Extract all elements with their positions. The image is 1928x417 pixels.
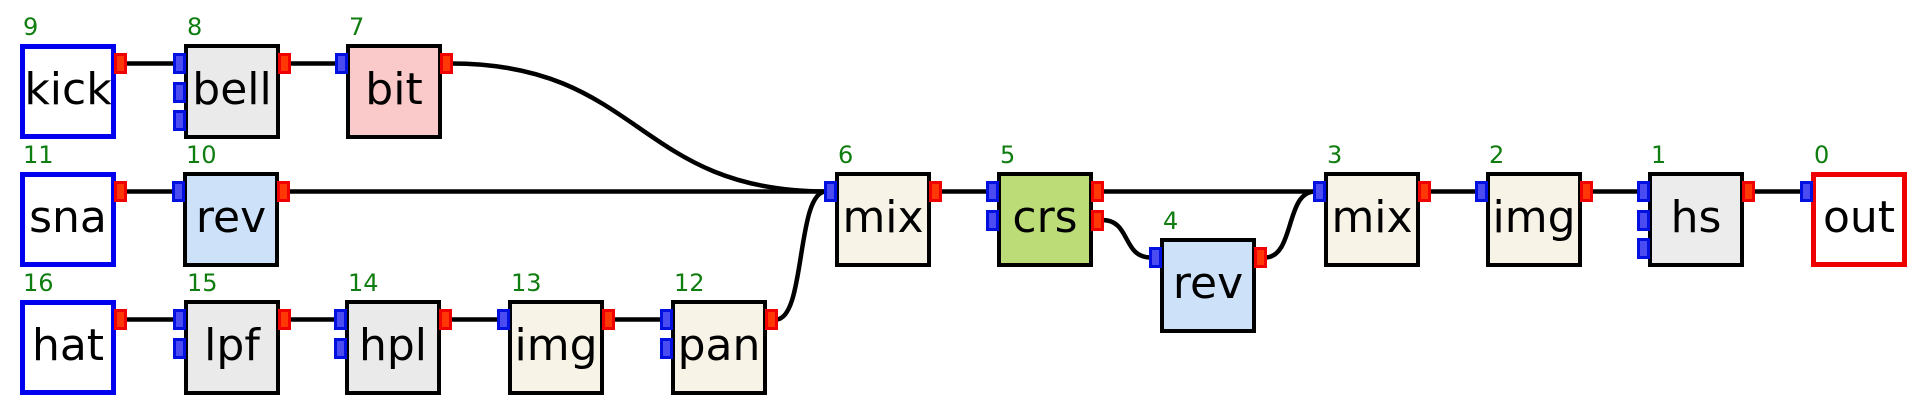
sna11-output-port-1[interactable]: [114, 181, 127, 202]
node-number: 7: [349, 13, 365, 41]
node-kick9[interactable]: kick: [20, 44, 116, 139]
node-label: sna: [29, 191, 107, 243]
hs1-output-port-1[interactable]: [1742, 181, 1755, 202]
pan12-input-port-2[interactable]: [660, 337, 673, 359]
pan12-input-port-1[interactable]: [660, 309, 673, 330]
crs5-output-port-1[interactable]: [1091, 181, 1104, 202]
node-crs5[interactable]: crs: [997, 172, 1093, 267]
lpf15-input-port-2[interactable]: [173, 337, 186, 359]
hpl14-input-port-1[interactable]: [334, 309, 347, 330]
node-number: 0: [1814, 141, 1830, 169]
bell8-output-port-1[interactable]: [278, 53, 291, 74]
node-rev4[interactable]: rev: [1160, 238, 1256, 333]
pan12-output-port-1[interactable]: [765, 309, 778, 330]
mix6-output-port-1[interactable]: [929, 181, 942, 202]
img2-input-port-1[interactable]: [1475, 181, 1488, 202]
node-label: hpl: [358, 319, 428, 371]
rev4-input-port-1[interactable]: [1149, 247, 1162, 268]
node-number: 10: [186, 141, 217, 169]
node-img2[interactable]: img: [1486, 172, 1582, 267]
node-number: 8: [187, 13, 203, 41]
edge-pan12-mix6[interactable]: [775, 189, 827, 322]
node-number: 5: [1000, 141, 1016, 169]
node-bell8[interactable]: bell: [184, 44, 280, 139]
node-pan12[interactable]: pan: [671, 300, 767, 395]
node-rev10[interactable]: rev: [183, 172, 279, 267]
node-label: hat: [31, 319, 105, 371]
node-number: 4: [1163, 207, 1179, 235]
mix3-output-port-1[interactable]: [1418, 181, 1431, 202]
node-label: out: [1822, 191, 1896, 243]
bit7-input-port-1[interactable]: [335, 53, 348, 74]
node-hs1[interactable]: hs: [1648, 172, 1744, 267]
bell8-input-port-1[interactable]: [173, 53, 186, 74]
node-label: pan: [677, 319, 761, 371]
mix6-input-port-1[interactable]: [824, 181, 837, 202]
node-bit7[interactable]: bit: [346, 44, 442, 139]
node-label: hs: [1670, 191, 1722, 243]
edge-rev4-mix3[interactable]: [1264, 189, 1316, 260]
node-label: crs: [1012, 191, 1078, 243]
node-label: bell: [192, 63, 272, 115]
kick9-output-port-1[interactable]: [114, 53, 127, 74]
node-out0[interactable]: out: [1811, 172, 1907, 267]
hpl14-output-port-1[interactable]: [439, 309, 452, 330]
node-lpf15[interactable]: lpf: [184, 300, 280, 395]
node-number: 9: [23, 13, 39, 41]
img2-output-port-1[interactable]: [1580, 181, 1593, 202]
hs1-input-port-2[interactable]: [1637, 209, 1650, 231]
crs5-output-port-2[interactable]: [1091, 209, 1104, 231]
edge-bit7-mix6[interactable]: [450, 61, 827, 194]
node-label: rev: [1172, 257, 1244, 309]
out0-input-port-1[interactable]: [1800, 181, 1813, 202]
rev10-output-port-1[interactable]: [277, 181, 290, 202]
node-number: 14: [348, 269, 379, 297]
rev10-input-port-1[interactable]: [172, 181, 185, 202]
node-number: 13: [511, 269, 542, 297]
node-label: bit: [365, 63, 423, 115]
rev4-output-port-1[interactable]: [1254, 247, 1267, 268]
node-number: 2: [1489, 141, 1505, 169]
node-hpl14[interactable]: hpl: [345, 300, 441, 395]
bell8-input-port-3[interactable]: [173, 110, 186, 131]
node-label: img: [1492, 191, 1576, 243]
hat16-output-port-1[interactable]: [114, 309, 127, 330]
img13-input-port-1[interactable]: [497, 309, 510, 330]
node-number: 1: [1651, 141, 1667, 169]
node-number: 3: [1327, 141, 1343, 169]
node-number: 11: [23, 141, 54, 169]
crs5-input-port-1[interactable]: [986, 181, 999, 202]
edge-crs5-rev4[interactable]: [1101, 217, 1152, 260]
bit7-output-port-1[interactable]: [440, 53, 453, 74]
hs1-input-port-3[interactable]: [1637, 238, 1650, 259]
node-mix6[interactable]: mix: [835, 172, 931, 267]
node-label: mix: [842, 191, 924, 243]
node-img13[interactable]: img: [508, 300, 604, 395]
node-sna11[interactable]: sna: [20, 172, 116, 267]
lpf15-output-port-1[interactable]: [278, 309, 291, 330]
hs1-input-port-1[interactable]: [1637, 181, 1650, 202]
node-number: 12: [674, 269, 705, 297]
node-hat16[interactable]: hat: [20, 300, 116, 395]
node-mix3[interactable]: mix: [1324, 172, 1420, 267]
node-number: 15: [187, 269, 218, 297]
crs5-input-port-2[interactable]: [986, 209, 999, 231]
hpl14-input-port-2[interactable]: [334, 337, 347, 359]
node-label: rev: [195, 191, 267, 243]
img13-output-port-1[interactable]: [602, 309, 615, 330]
node-label: mix: [1331, 191, 1413, 243]
node-number: 6: [838, 141, 854, 169]
node-number: 16: [23, 269, 54, 297]
node-label: kick: [24, 63, 112, 115]
node-label: lpf: [204, 319, 260, 371]
mix3-input-port-1[interactable]: [1313, 181, 1326, 202]
lpf15-input-port-1[interactable]: [173, 309, 186, 330]
node-label: img: [514, 319, 598, 371]
bell8-input-port-2[interactable]: [173, 81, 186, 103]
